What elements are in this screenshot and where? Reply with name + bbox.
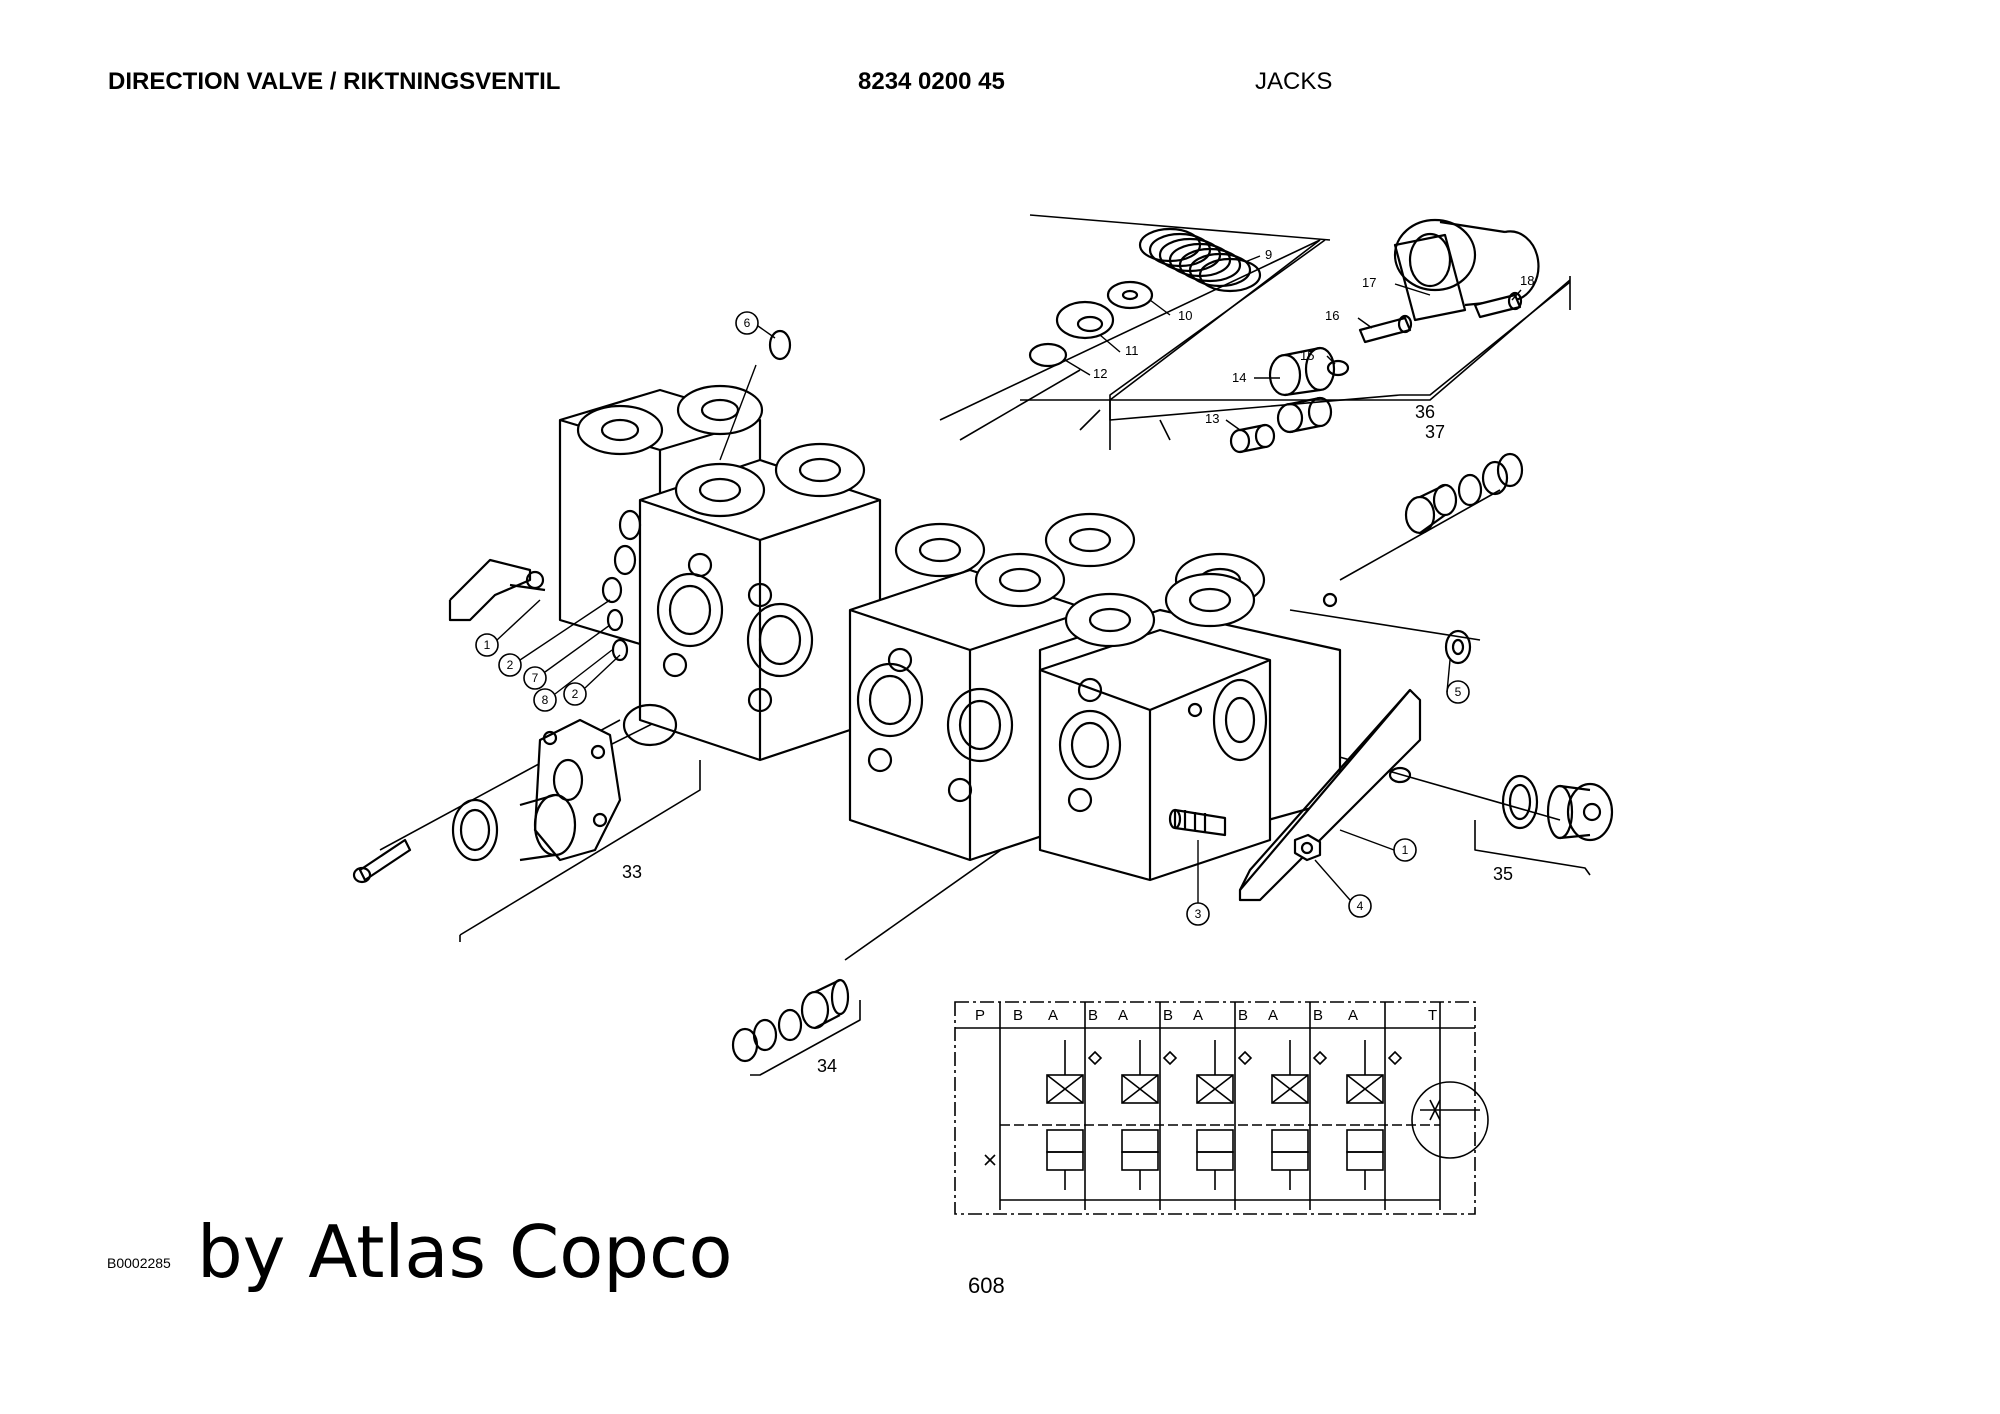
callout-leaders [496,255,1522,903]
group-name: JACKS [1255,68,1333,95]
valve-section-2 [638,442,882,762]
port-label-10: A [1348,1007,1358,1024]
cover-screw-18 [1473,291,1523,319]
flange-gear [519,793,577,862]
port-t: T [1428,1007,1437,1024]
group-label-35: 35 [1493,864,1513,884]
callout-12: 12 [1093,366,1107,381]
valve-section-3 [848,522,1092,862]
group-label-36: 36 [1415,402,1435,422]
relief-valve-symbol [1411,1081,1489,1159]
brand-watermark: by Atlas Copco [197,1210,733,1294]
image-id: B0002285 [107,1255,171,1271]
guide-lines [379,239,1571,961]
port-label-7: B [1238,1007,1248,1024]
port-label-3: B [1088,1007,1098,1024]
group-label-37: 37 [1425,422,1445,442]
nut [1293,833,1322,862]
retaining-ring [1028,342,1068,368]
group-label-34: 34 [817,1056,837,1076]
mounting-bracket-left [448,558,546,622]
group-bracket-35 [1474,820,1591,876]
group-label-33: 33 [622,862,642,882]
flange-ring [451,798,499,862]
tie-rod [1168,808,1227,837]
callout-4: 4 [1357,899,1364,913]
callout-2-b: 2 [572,687,579,701]
port-label-1: B [1013,1007,1023,1024]
port-label-4: A [1118,1007,1128,1024]
port-p: P [975,1007,985,1024]
small-parts-left [525,509,642,662]
spring-seat [1055,300,1115,340]
group-bracket-top [1029,214,1331,241]
callout-10: 10 [1178,308,1192,323]
flange-33 [533,718,622,862]
schematic-sections [1046,1002,1403,1210]
callout-7: 7 [532,671,539,685]
part-number: 8234 0200 45 [858,68,1005,95]
cylinder-14 [1268,346,1336,434]
callout-6: 6 [744,316,751,330]
callout-3: 3 [1195,907,1202,921]
group-bracket-33 [459,760,701,942]
washer-5 [1444,629,1472,665]
port-label-5: B [1163,1007,1173,1024]
spool-cover-flange [1393,218,1540,322]
schematic-port-labels: P B A B A B A B A B A T [975,1007,1437,1024]
callout-9: 9 [1265,247,1272,262]
mounting-bracket-right [1238,688,1422,902]
port-label-9: B [1313,1007,1323,1024]
flange-screw [352,838,412,884]
callout-16: 16 [1325,308,1339,323]
washer-15 [1326,359,1350,377]
callout-circles [475,311,1470,926]
callout-1-right: 1 [1402,843,1409,857]
group-bracket-34 [750,1000,861,1076]
hydraulic-schematic [954,1001,1489,1215]
o-ring-left [622,703,678,747]
page-title: DIRECTION VALVE / RIKTNINGSVENTIL [108,68,561,95]
spring [1138,227,1262,293]
spring-washer [1106,280,1154,310]
callout-17: 17 [1362,275,1376,290]
sleeve-13 [1229,423,1276,454]
plug-seal [1501,774,1539,830]
callout-8: 8 [542,693,549,707]
callout-2-a: 2 [507,658,514,672]
port-label-2: A [1048,1007,1058,1024]
callout-1-left: 1 [484,638,491,652]
callout-15: 15 [1300,348,1314,363]
port-label-6: A [1193,1007,1203,1024]
seal-kit-right [1404,452,1524,535]
callout-11: 11 [1125,343,1139,358]
group-bracket-36 [1109,239,1571,421]
page-number: 608 [968,1273,1005,1298]
cover-screw-16 [1358,314,1413,344]
port-label-8: A [1268,1007,1278,1024]
ring-6 [768,329,792,361]
seal-kit-34 [731,978,850,1063]
callout-14: 14 [1232,370,1246,385]
callout-13: 13 [1205,411,1219,426]
plug-35 [1546,782,1614,842]
callout-5: 5 [1455,685,1462,699]
callout-18: 18 [1520,273,1534,288]
